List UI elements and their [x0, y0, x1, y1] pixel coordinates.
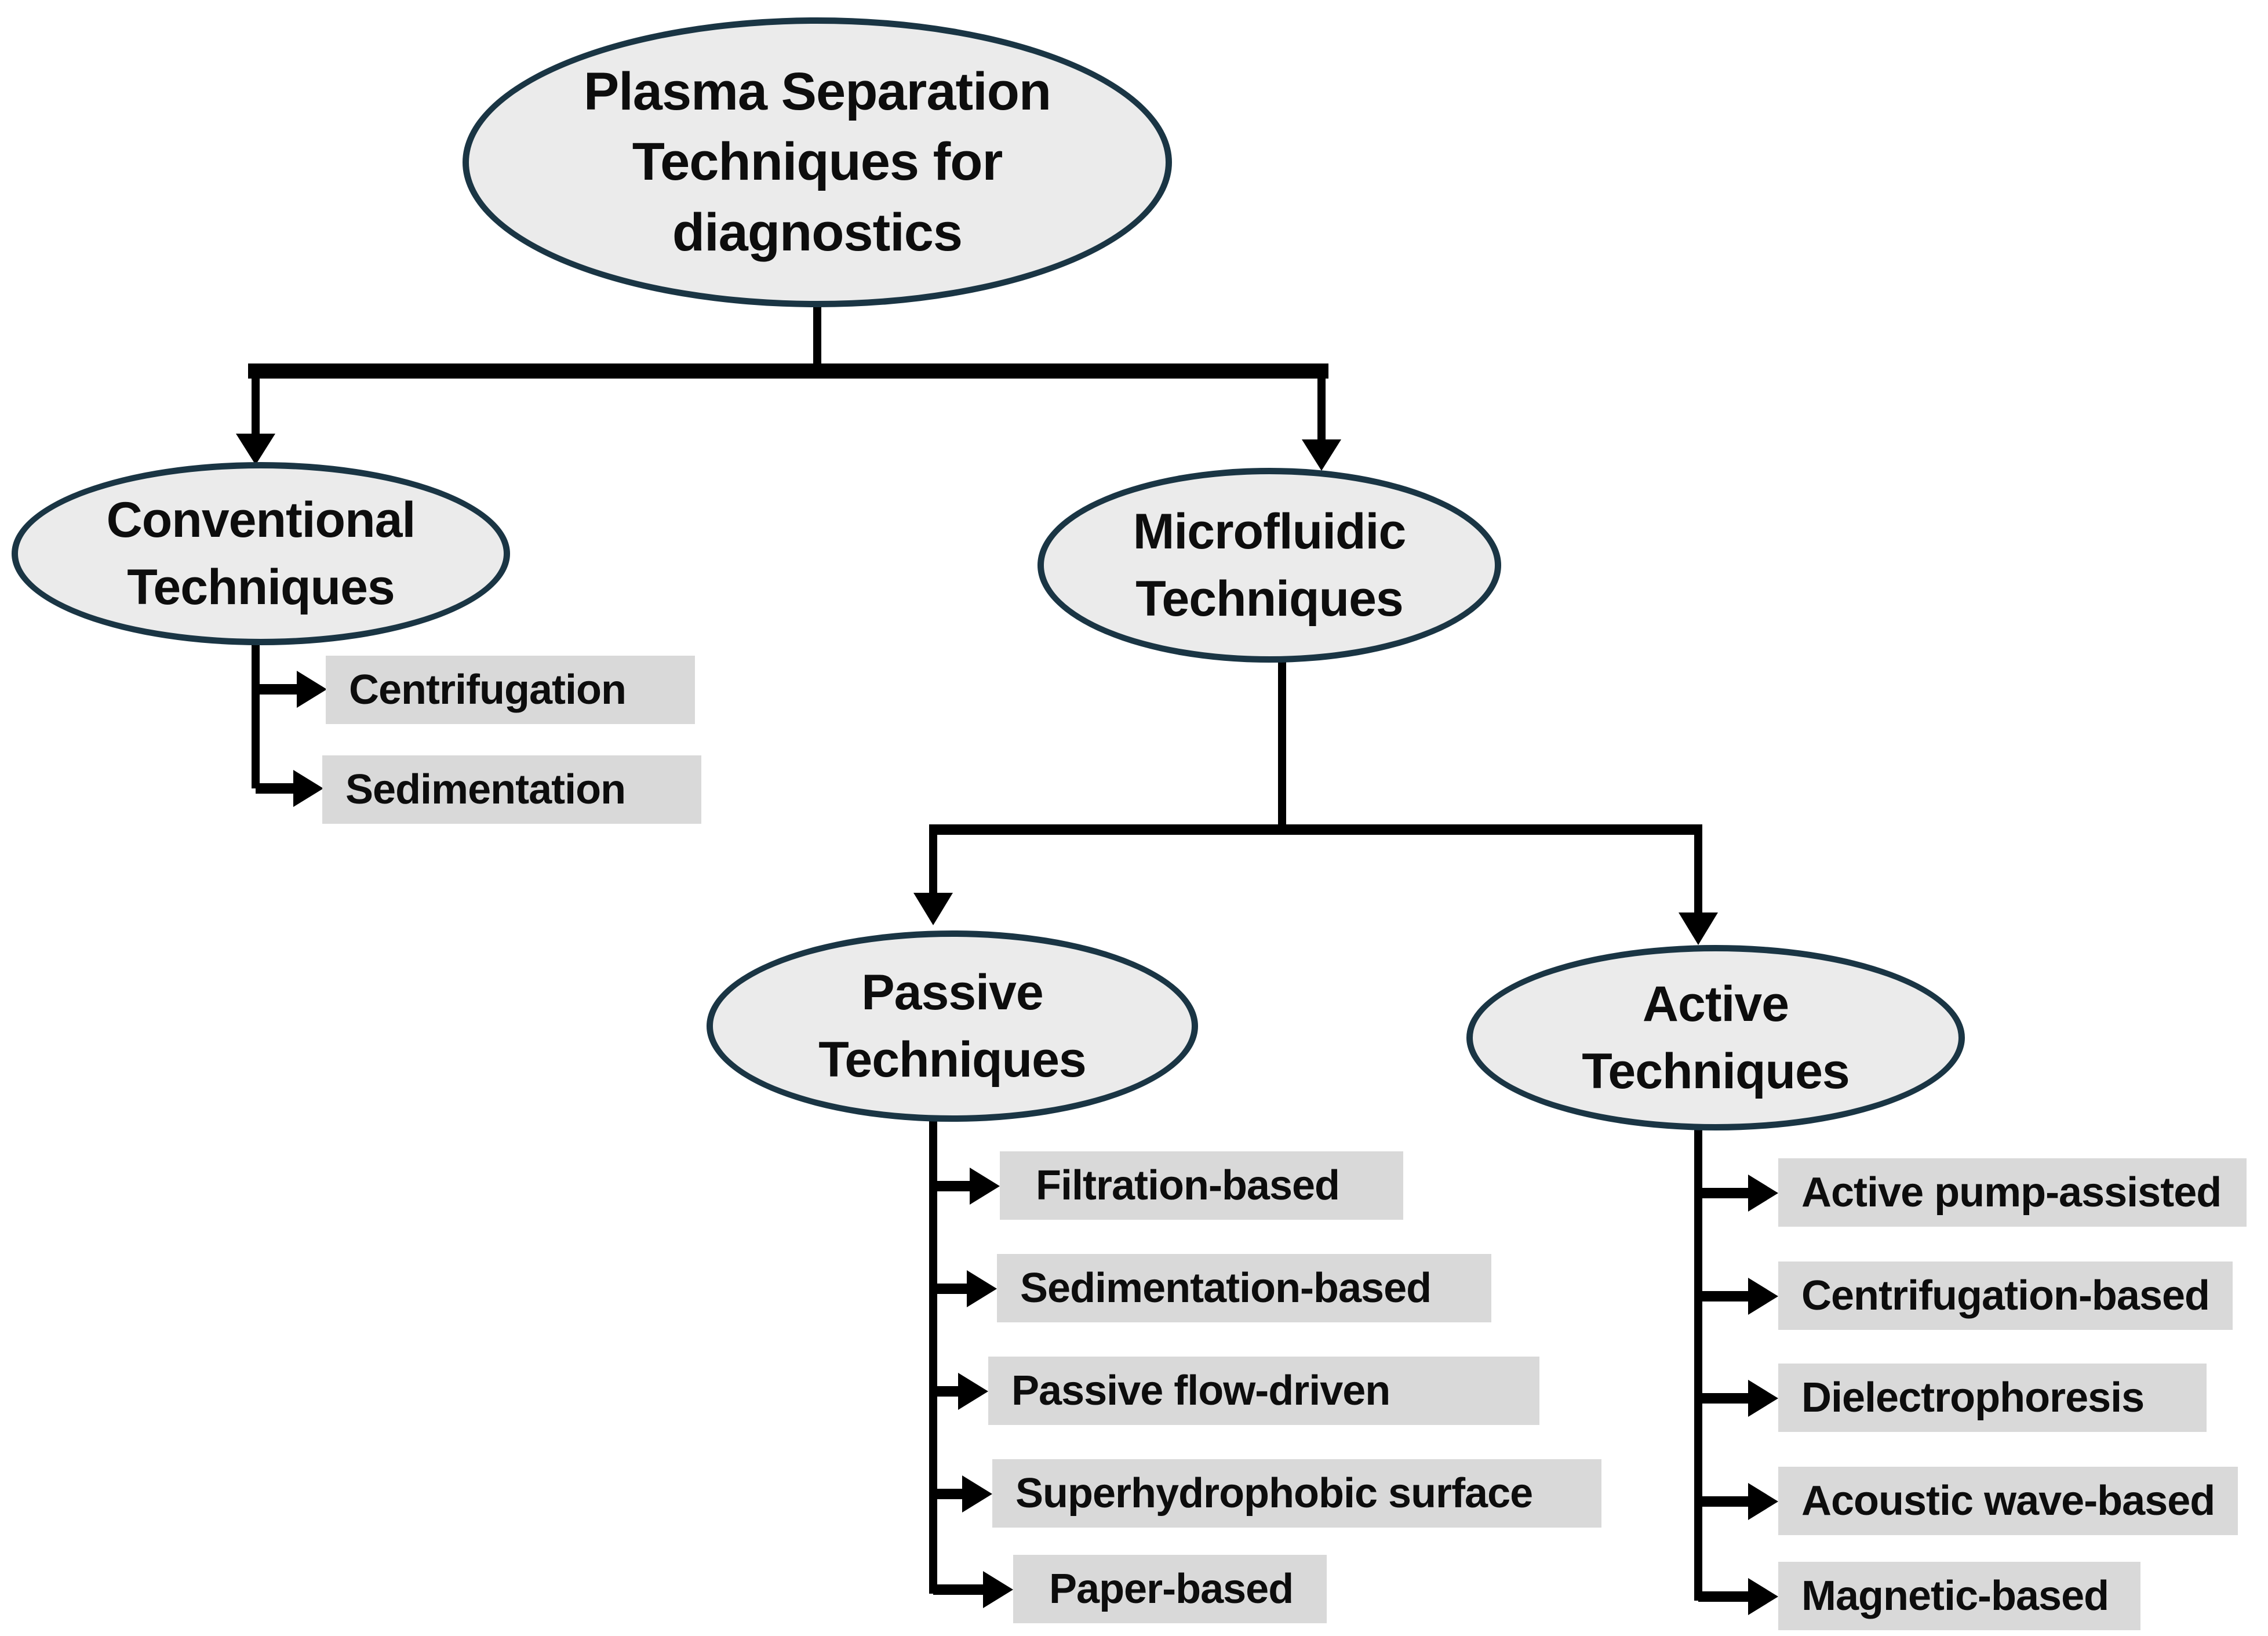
arrowhead-to-centrifugation-based [1748, 1278, 1778, 1315]
arrowhead-to-centrifugation [297, 671, 327, 708]
leaf-sedimentation: Sedimentation [322, 755, 701, 824]
node-active-techniques: Active Techniques [1466, 945, 1965, 1130]
node-microfluidic-techniques: Microfluidic Techniques [1037, 468, 1501, 663]
connector-active-children [1694, 1126, 1778, 1615]
node-microfluidic-line2: Techniques [1135, 571, 1403, 627]
arrowhead-to-paper [983, 1571, 1013, 1608]
node-root-line3: diagnostics [672, 202, 963, 262]
node-passive-line1: Passive [861, 964, 1043, 1020]
leaf-superhydrophobic-surface: Superhydrophobic surface [992, 1459, 1601, 1528]
arrowhead-to-superhydrophobic [962, 1475, 992, 1513]
arrowhead-to-conventional [236, 434, 275, 465]
node-microfluidic-line1: Microfluidic [1133, 503, 1407, 559]
arrowhead-to-magnetic [1748, 1578, 1778, 1615]
leaf-active-pump-assisted: Active pump-assisted [1778, 1158, 2247, 1227]
leaf-sedimentation-based: Sedimentation-based [997, 1254, 1491, 1322]
arrowhead-to-acoustic [1748, 1483, 1778, 1520]
arrowhead-to-passive [913, 893, 953, 925]
arrowhead-to-active [1679, 912, 1718, 945]
arrowhead-to-sedimentation-based [967, 1270, 997, 1307]
node-plasma-separation-root: Plasma Separation Techniques for diagnos… [463, 17, 1172, 307]
connector-microfluidic-branch [913, 659, 1718, 945]
leaf-paper-based: Paper-based [1013, 1555, 1327, 1623]
arrowhead-to-filtration [970, 1168, 1000, 1205]
arrowhead-to-flow-driven [958, 1373, 988, 1410]
node-conventional-line2: Techniques [127, 559, 395, 615]
node-root-line1: Plasma Separation [583, 61, 1051, 121]
leaf-centrifugation: Centrifugation [326, 656, 695, 724]
leaf-magnetic-based: Magnetic-based [1778, 1562, 2140, 1630]
connector-root-branch [236, 306, 1341, 471]
connector-conventional-children [252, 638, 327, 807]
leaf-filtration-based: Filtration-based [1000, 1151, 1403, 1220]
node-passive-techniques: Passive Techniques [707, 930, 1198, 1122]
node-root-line2: Techniques for [632, 132, 1003, 192]
leaf-centrifugation-based: Centrifugation-based [1778, 1261, 2233, 1330]
arrowhead-to-microfluidic [1302, 439, 1341, 471]
node-active-line1: Active [1642, 976, 1789, 1032]
arrowhead-to-dielectrophoresis [1748, 1380, 1778, 1417]
leaf-passive-flow-driven: Passive flow-driven [988, 1357, 1539, 1425]
arrowhead-to-sedimentation [293, 770, 323, 807]
node-passive-line2: Techniques [818, 1032, 1086, 1088]
arrowhead-to-pump [1748, 1175, 1778, 1212]
connector-passive-children [929, 1116, 1013, 1608]
leaf-dielectrophoresis: Dielectrophoresis [1778, 1364, 2207, 1432]
node-conventional-line1: Conventional [106, 492, 416, 548]
node-active-line2: Techniques [1582, 1044, 1850, 1099]
node-conventional-techniques: Conventional Techniques [12, 462, 510, 645]
leaf-acoustic-wave-based: Acoustic wave-based [1778, 1467, 2238, 1535]
